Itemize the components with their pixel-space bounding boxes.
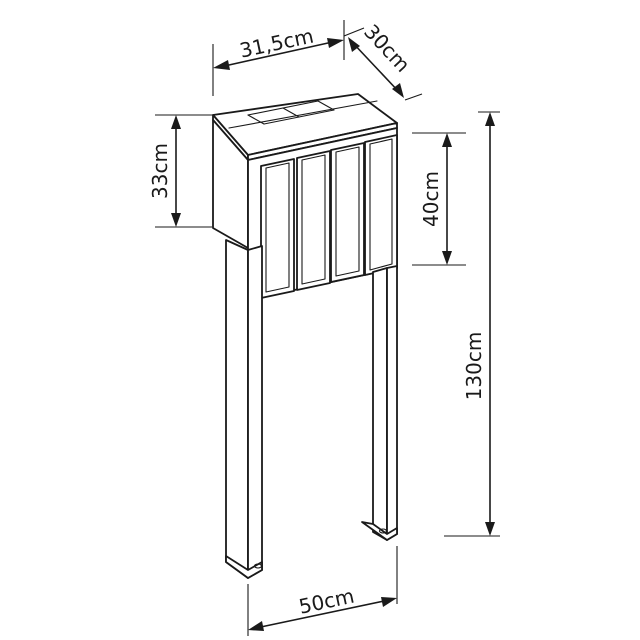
dimension-base-width: 50cm [247, 546, 398, 636]
label-box-height: 40cm [419, 171, 443, 227]
dimension-box-height: 40cm [412, 132, 466, 266]
mailbox-compartment [296, 150, 331, 291]
roof [212, 93, 398, 161]
label-width-top: 31,5cm [237, 24, 315, 63]
dimension-side-height: 33cm [148, 114, 212, 228]
label-total-height: 130cm [462, 332, 486, 401]
dimension-total-height: 130cm [444, 111, 500, 537]
dimension-width-top: 31,5cm [212, 20, 345, 96]
label-depth-top: 30cm [359, 20, 415, 77]
left-post [225, 239, 263, 579]
right-post [361, 265, 398, 541]
label-side-height: 33cm [148, 143, 172, 199]
mailbox-body [247, 127, 398, 301]
mailbox-compartment [330, 142, 365, 283]
dimension-depth-top: 30cm [343, 20, 423, 101]
